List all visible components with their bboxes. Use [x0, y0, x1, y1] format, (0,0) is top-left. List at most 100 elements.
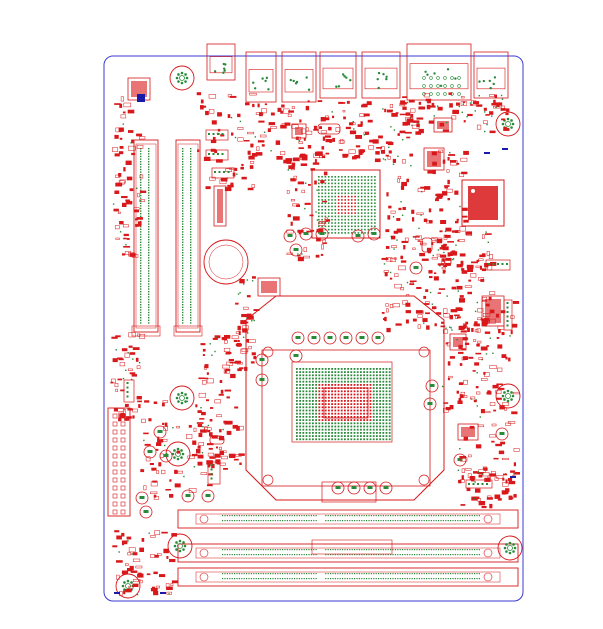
smd-footprint	[507, 421, 516, 424]
smd-component	[312, 162, 320, 165]
smd-component	[206, 443, 214, 446]
smd-footprint	[470, 396, 476, 400]
smd-component	[316, 238, 321, 242]
smd-component	[296, 136, 299, 140]
smd-component	[422, 318, 428, 322]
smd-component	[174, 469, 178, 474]
smd-component	[229, 361, 236, 364]
test-pad	[201, 452, 204, 454]
smd-component	[246, 315, 254, 320]
smd-component	[452, 109, 459, 114]
smd-component	[449, 103, 453, 108]
smd-footprint	[444, 259, 451, 264]
smd-component	[136, 396, 142, 400]
smd-component	[503, 473, 508, 476]
smd-component	[153, 571, 158, 575]
smd-component	[234, 360, 241, 364]
cmos-battery	[203, 239, 249, 285]
smd-component	[114, 530, 120, 533]
smd-component	[137, 573, 144, 578]
smd-footprint	[385, 303, 389, 307]
cpu-socket	[245, 295, 445, 503]
crystal	[209, 435, 225, 445]
pci-slot	[173, 139, 203, 337]
smd-component	[461, 475, 464, 480]
smd-component	[288, 110, 294, 113]
smd-component	[384, 272, 388, 277]
connector-pin	[436, 84, 440, 88]
smd-component	[320, 117, 326, 122]
smd-component	[132, 552, 138, 556]
smd-component	[447, 252, 453, 256]
smd-component	[126, 176, 133, 181]
smd-component	[291, 162, 296, 167]
smd-footprint	[138, 579, 143, 584]
smd-component	[298, 147, 304, 149]
test-pad	[445, 327, 447, 329]
smd-component	[223, 468, 228, 470]
smd-footprint	[389, 304, 394, 309]
smd-footprint	[491, 423, 497, 427]
smd-component	[503, 492, 509, 494]
smd-component	[419, 252, 425, 257]
smd-footprint	[291, 124, 299, 129]
smd-component	[286, 159, 292, 164]
smd-component	[321, 146, 325, 150]
smd-component	[416, 117, 424, 120]
smd-component	[125, 200, 133, 205]
test-pad	[396, 239, 398, 241]
smd-component	[250, 361, 255, 364]
smd-component	[120, 413, 125, 418]
smd-footprint	[221, 455, 228, 460]
smd-footprint	[125, 563, 129, 566]
smd-component	[123, 237, 127, 240]
test-pad	[247, 332, 249, 334]
smd-footprint	[400, 287, 405, 291]
smd-component	[476, 344, 480, 346]
smd-component	[436, 195, 443, 199]
test-pad	[301, 253, 303, 255]
test-pad	[138, 362, 141, 364]
smd-footprint	[236, 425, 244, 431]
ic-chip	[449, 333, 467, 351]
smd-component	[121, 348, 128, 352]
smd-component	[411, 209, 415, 214]
smd-footprint	[115, 237, 120, 240]
smd-footprint	[305, 127, 309, 132]
test-pad	[476, 405, 478, 407]
smd-footprint	[348, 149, 356, 154]
smd-component	[234, 167, 238, 171]
smd-component	[439, 230, 443, 233]
smd-component	[225, 368, 231, 372]
mounting-holes	[115, 65, 523, 599]
smd-component	[501, 332, 505, 336]
smd-footprint	[502, 402, 510, 406]
test-pad	[125, 369, 127, 371]
smd-component	[219, 429, 222, 433]
io-ports-row	[206, 43, 509, 103]
smd-component	[461, 348, 466, 350]
smd-component	[501, 118, 506, 121]
test-pad	[172, 427, 174, 429]
smd-component	[122, 202, 127, 207]
smd-footprint	[200, 472, 208, 475]
smd-component	[130, 570, 138, 573]
connector-pin	[436, 92, 440, 96]
test-pad	[389, 271, 392, 274]
smd-component	[462, 337, 468, 341]
smd-component	[451, 286, 457, 290]
smd-component	[432, 161, 437, 166]
smd-component	[443, 243, 447, 246]
smd-component	[439, 247, 446, 250]
smd-component	[111, 336, 118, 339]
smd-component	[123, 590, 126, 595]
smd-footprint	[450, 160, 458, 166]
marker	[502, 148, 508, 150]
smd-component	[444, 185, 450, 187]
smd-component	[436, 238, 443, 244]
smd-component	[473, 471, 478, 474]
smd-component	[166, 556, 169, 559]
smd-component	[449, 405, 454, 410]
smd-footprint	[486, 251, 490, 256]
smd-component	[196, 422, 204, 424]
